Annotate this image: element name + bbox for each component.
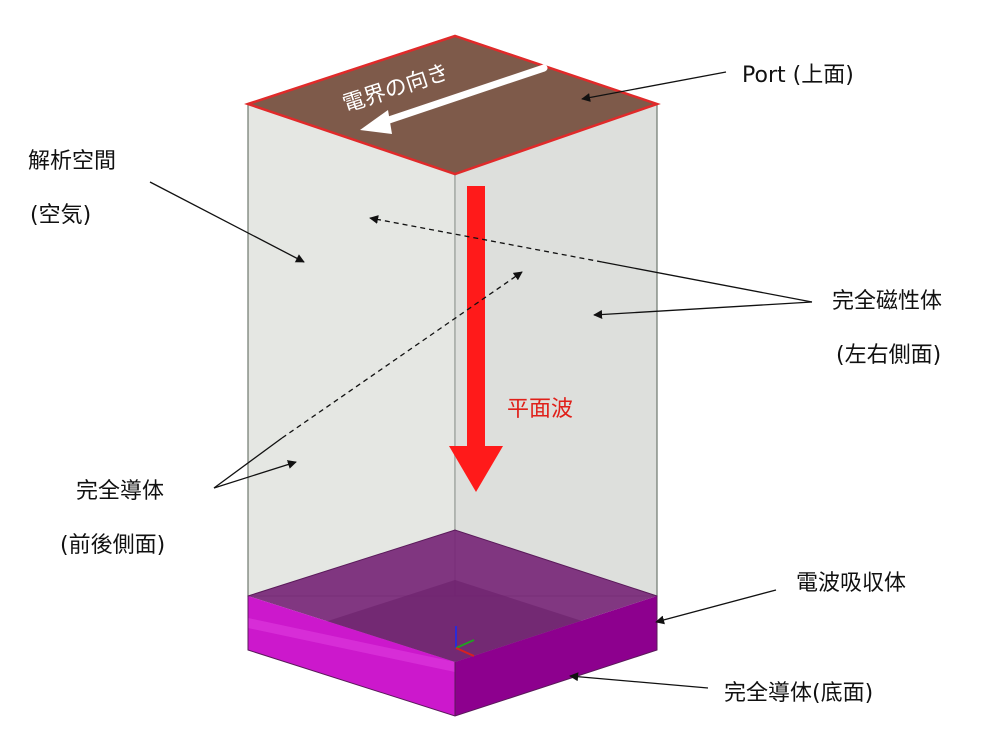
absorber-left-highlight [248,618,455,672]
pec-label-line1: 完全導体 [76,479,164,504]
box-face-left [247,103,456,597]
port-face [244,34,661,176]
pec-callout-dashed [281,271,523,439]
pmc-callout-solid [593,301,813,320]
absorber-left-face [248,596,455,716]
analysis-label-line2: (空気) [30,203,91,228]
absorber-right-face [455,596,657,716]
analysis-label-line1: 解析空間 [28,149,116,174]
plane-wave-label: 平面波 [507,397,573,422]
pec-callout-join [213,437,283,489]
pmc-callout-join [601,261,813,303]
pec-callout-solid [213,460,297,489]
box-face-right [454,103,658,597]
pec-bottom-callout-line [569,672,709,689]
pmc-callout-dashed [369,215,603,263]
plane-wave-arrow [449,186,503,492]
efield-arrow [360,64,548,134]
pmc-label-line2: (左右側面) [836,343,941,368]
analysis-callout-line [149,181,305,263]
pmc-label-line1: 完全磁性体 [832,289,942,314]
absorber-callout-line [655,589,777,625]
port-callout-line [581,71,727,102]
port-label: Port (上面) [742,63,854,88]
axis-triad-icon [455,626,475,657]
absorber-outline [247,529,658,717]
pec-bottom-label: 完全導体(底面) [724,681,873,706]
absorber-label: 電波吸収体 [796,571,906,596]
pec-label-line2: (前後側面) [60,533,165,558]
